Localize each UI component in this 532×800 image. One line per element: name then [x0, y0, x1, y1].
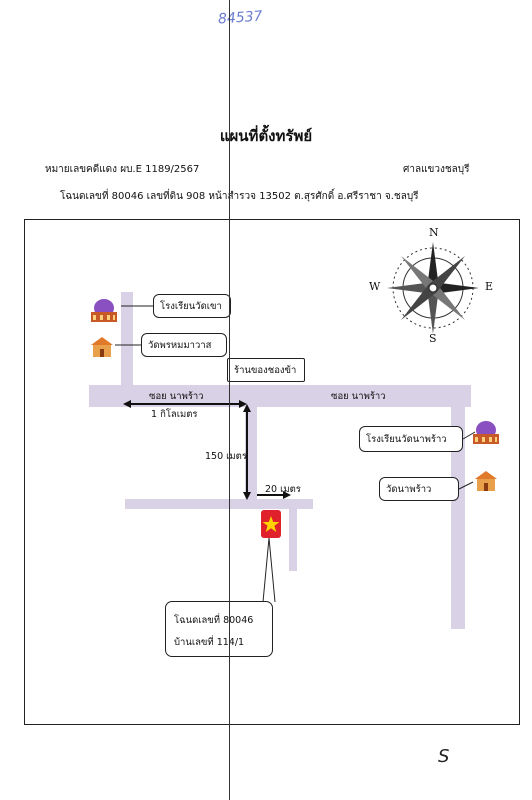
compass-west: W — [369, 280, 381, 293]
property-location-marker — [261, 510, 281, 542]
property-callout: โฉนดเลขที่ 80046 บ้านเลขที่ 114/1 — [165, 601, 273, 657]
road-stub — [289, 509, 297, 571]
compass-south: S — [429, 332, 437, 345]
court-name: ศาลแขวงชลบุรี — [403, 164, 470, 175]
scan-fold-line — [229, 0, 230, 800]
road-vertical-left — [121, 292, 133, 390]
label-school-wat-naphrao: โรงเรียนวัดนาพร้าว — [359, 426, 463, 452]
compass-east: E — [485, 280, 494, 293]
road-main-horizontal — [89, 385, 471, 407]
compass-rose: N S W E — [369, 226, 493, 348]
road-horizontal-lower — [125, 499, 313, 509]
deed-details: โฉนดเลขที่ 80046 เลขที่ดิน 908 หน้าสำรวจ… — [60, 191, 419, 202]
label-shop: ร้านของชองข้า — [227, 358, 305, 382]
compass-north: N — [429, 226, 439, 239]
signature: S — [438, 746, 450, 767]
label-wat-naphrao: วัดนาพร้าว — [379, 477, 459, 501]
temple-icon — [473, 470, 499, 496]
road-name-right: ซอย นาพร้าว — [331, 391, 386, 402]
label-school-wat-khao: โรงเรียนวัดเขา — [153, 294, 231, 318]
temple-icon — [89, 336, 115, 362]
connector-lines — [115, 305, 476, 603]
handwritten-reference-number: 84537 — [217, 8, 264, 28]
school-icon — [87, 296, 121, 328]
callout-house-number: บ้านเลขที่ 114/1 — [174, 637, 245, 648]
distance-horizontal: 1 กิโลเมตร — [151, 409, 198, 420]
road-name-left: ซอย นาพร้าว — [149, 391, 204, 402]
page-title: แผนที่ตั้งทรัพย์ — [219, 127, 313, 145]
callout-deed-number: โฉนดเลขที่ 80046 — [174, 615, 254, 626]
school-icon — [469, 418, 503, 450]
property-map: ซอย นาพร้าว ซอย นาพร้าว — [24, 219, 520, 725]
distance-short: 20 เมตร — [265, 484, 301, 495]
case-number: หมายเลขคดีแดง ผบ.E 1189/2567 — [45, 164, 200, 175]
distance-vertical: 150 เมตร — [205, 451, 247, 462]
label-wat-phrom: วัดพรหมมาวาส — [141, 333, 227, 357]
